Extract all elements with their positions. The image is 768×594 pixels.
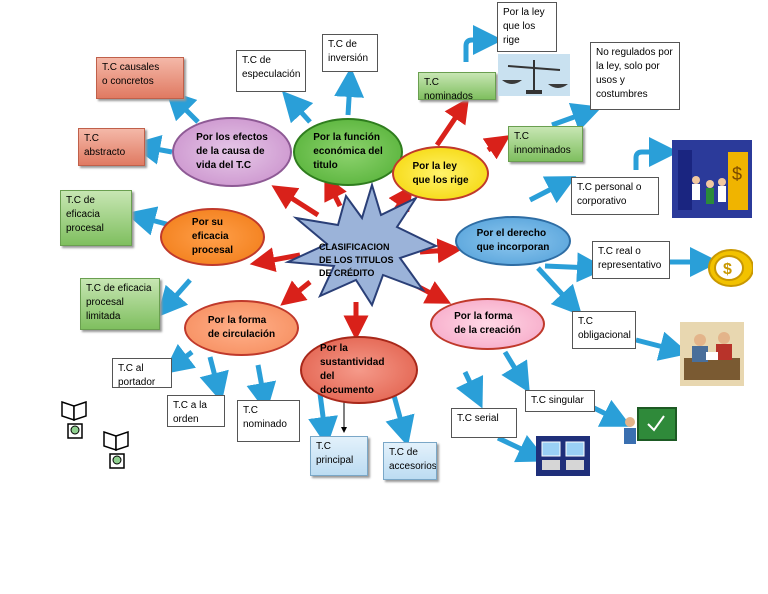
arrow-personal-icon (633, 137, 679, 170)
box-innominados: T.C innominados (508, 126, 583, 162)
box-eficacia-limitada: T.C de eficacia procesal limitada (80, 278, 160, 330)
arrow-derecho-real (544, 252, 607, 283)
dollar-coin-icon: $ (708, 249, 753, 287)
oval-efectos: Por los efectos de la causa de vida del … (172, 117, 292, 187)
arrow-serial-icon (496, 435, 548, 463)
arrow-ley-innominados (482, 135, 511, 160)
arrow-creacion-singular (501, 350, 530, 393)
box-no-regulados: No regulados por la ley, solo por usos y… (590, 42, 680, 110)
book-reader-icon (103, 430, 129, 469)
arrow-obligacional-icon (635, 331, 690, 361)
center-title: CLASIFICACION DE LOS TITULOS DE CRÉDITO (319, 242, 394, 278)
arrow-funcion-especulacion (281, 90, 314, 124)
oval-ley: Por la ley que los rige (392, 146, 489, 201)
arrow-center-derecho (419, 238, 463, 264)
business-people-icon: $ (672, 140, 752, 218)
blue-arrows (125, 25, 720, 463)
box-abstracto: T.C abstracto (78, 128, 145, 166)
oval-circulacion: Por la forma de circulación (184, 300, 299, 356)
arrow-center-efectos (271, 185, 320, 218)
arrow-sust-accesorios (385, 391, 415, 447)
arrow-derecho-obligacional (536, 266, 583, 317)
arrow-center-eficacia (249, 247, 301, 273)
arrow-ley-nominados (434, 97, 469, 147)
book-reader-icon (61, 400, 87, 439)
box-inversion: T.C de inversión (322, 34, 378, 72)
svg-text:$: $ (732, 164, 742, 184)
arrow-center-circulacion (280, 280, 312, 306)
oval-funcion: Por la función económica del titulo (293, 118, 403, 186)
box-porlaley: Por la ley que los rige (497, 2, 557, 52)
arrow-nominados-porlaley (463, 25, 503, 62)
center-starburst (284, 181, 439, 308)
box-portador: T.C al portador (112, 358, 172, 388)
box-principal: T.C principal (310, 436, 368, 476)
computer-network-icon (536, 436, 590, 476)
arrow-center-funcion (324, 174, 347, 208)
box-singular: T.C singular (525, 390, 595, 412)
arrow-innominados-noregulados (551, 102, 603, 132)
arrow-singular-icon (592, 399, 632, 427)
arrow-circulacion-portador (163, 343, 197, 375)
oval-sustantividad: Por la sustantividad del documento (300, 336, 418, 404)
box-accesorios: T.C de accesorios (383, 442, 437, 480)
office-meeting-icon (680, 322, 744, 386)
box-orden: T.C a la orden (167, 395, 225, 427)
classroom-icon (624, 407, 677, 444)
box-eficacia-procesal: T.C de eficacia procesal (60, 190, 132, 246)
arrow-creacion-serial (455, 370, 484, 409)
box-serial: T.C serial (451, 408, 517, 438)
box-real: T.C real o representativo (592, 241, 670, 279)
arrow-efectos-causales (165, 89, 200, 124)
box-obligacional: T.C obligacional (572, 311, 636, 349)
arrow-derecho-personal (528, 176, 577, 204)
box-nominado: T.C nominado (237, 400, 300, 442)
oval-derecho: Por el derecho que incorporan (455, 216, 571, 266)
box-nominados-ley: T.C nominados (418, 72, 496, 100)
oval-eficacia: Por su eficacia procesal (160, 208, 265, 266)
box-especulacion: T.C de especulación (236, 50, 306, 92)
oval-creacion: Por la forma de la creación (430, 298, 545, 350)
arrow-funcion-inversion (334, 67, 365, 116)
box-personal: T.C personal o corporativo (571, 177, 659, 215)
arrow-circulacion-orden (199, 356, 229, 403)
box-causales: T.C causales o concretos (96, 57, 184, 99)
arrow-efectos-abstracto (130, 134, 173, 165)
scales-icon (498, 54, 570, 96)
arrow-eficacia-limitada (157, 278, 192, 318)
arrow-circulacion-nominado (246, 364, 277, 413)
svg-text:$: $ (723, 261, 732, 278)
